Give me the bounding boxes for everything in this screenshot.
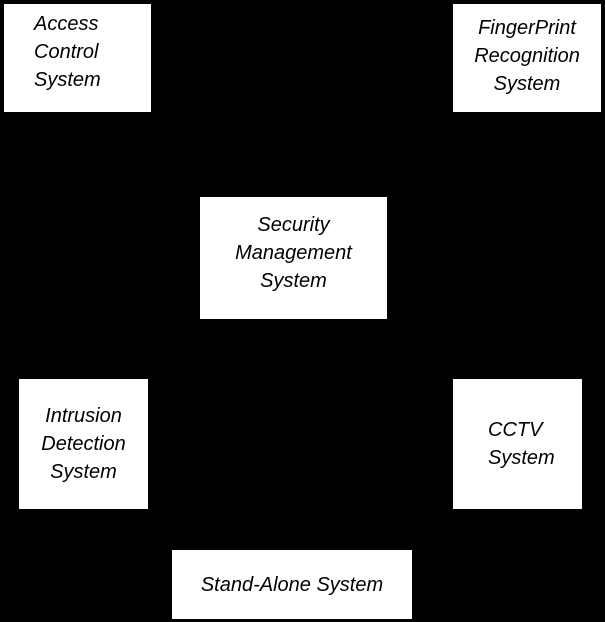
intrusion-detection-system-node: Intrusion Detection System [18,378,149,510]
node-label-line: Intrusion [45,405,122,427]
node-label-line: System [50,461,117,483]
node-label-line: Stand-Alone System [200,573,384,596]
security-management-system-node: Security Management System [199,196,388,320]
fingerprint-recognition-system-node: FingerPrint Recognition System [452,3,602,113]
node-label-line: System [493,73,561,95]
node-label-line: System [34,69,101,91]
node-label-line: System [488,447,555,469]
node-label-line: Security [257,214,330,236]
access-control-system-node: Access Control System [3,3,152,113]
node-label-line: System [260,270,327,292]
node-label-line: CCTV [488,419,543,441]
node-label-line: Recognition [474,45,580,67]
stand-alone-system-node: Stand-Alone System [171,549,413,620]
cctv-system-node: CCTV System [452,378,583,510]
node-label-line: Control [34,41,99,63]
node-label-line: Detection [41,433,126,455]
node-label-line: FingerPrint [478,17,576,39]
node-label-line: Access [34,13,99,35]
node-label-line: Management [235,242,352,264]
